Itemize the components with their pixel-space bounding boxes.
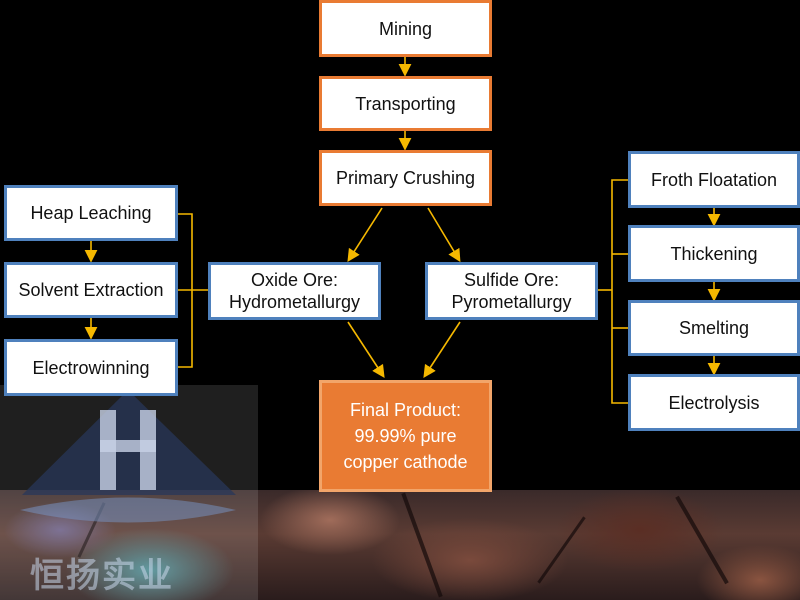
final-line1: Final Product: xyxy=(349,400,462,420)
final-line3: copper cathode xyxy=(343,452,468,472)
hydro-step-heap-leaching: Heap Leaching xyxy=(4,185,178,241)
pyro-step-smelting: Smelting xyxy=(628,300,800,356)
hydro-step-solvent-extraction: Solvent Extraction xyxy=(4,262,178,318)
oxide-line1: Oxide Ore: xyxy=(250,270,339,290)
final-line2: 99.99% pure xyxy=(354,426,457,446)
branch-sulfide-ore: Sulfide Ore: Pyrometallurgy xyxy=(425,262,598,320)
pyro-step-label: Froth Floatation xyxy=(650,169,778,190)
hydro-step-label: Heap Leaching xyxy=(30,203,152,223)
pyro-step-label: Smelting xyxy=(678,318,750,338)
arrow-sulfide-final xyxy=(423,321,461,379)
bracket-pyrometallurgy xyxy=(611,179,628,404)
step-transporting: Transporting xyxy=(319,76,492,131)
company-logo-text: 恒扬实业 xyxy=(30,556,174,596)
pyro-step-froth-floatation: Froth Floatation xyxy=(628,151,800,208)
step-primary-crushing: Primary Crushing xyxy=(319,150,492,206)
step-transporting-label: Transporting xyxy=(355,93,456,114)
final-product: Final Product: 99.99% pure copper cathod… xyxy=(319,380,492,492)
branch-oxide-ore: Oxide Ore: Hydrometallurgy xyxy=(208,262,381,320)
pyro-step-electrolysis: Electrolysis xyxy=(628,374,800,431)
arrow-crushing-oxide xyxy=(347,207,383,263)
step-primary-crushing-label: Primary Crushing xyxy=(335,168,476,188)
arrow-oxide-final xyxy=(347,321,385,379)
step-mining-label: Mining xyxy=(378,18,433,39)
company-logo xyxy=(0,385,258,600)
hydro-step-label: Solvent Extraction xyxy=(18,280,164,300)
pyro-step-thickening: Thickening xyxy=(628,225,800,282)
arrow-crushing-sulfide xyxy=(427,207,461,263)
sulfide-line1: Sulfide Ore: xyxy=(463,270,560,290)
hydro-step-label: Electrowinning xyxy=(32,357,150,378)
step-mining: Mining xyxy=(319,0,492,57)
pyro-step-label: Thickening xyxy=(670,243,758,264)
sulfide-line2: Pyrometallurgy xyxy=(451,292,572,312)
pyro-step-label: Electrolysis xyxy=(668,392,760,413)
oxide-line2: Hydrometallurgy xyxy=(228,292,361,312)
hydro-step-electrowinning: Electrowinning xyxy=(4,339,178,396)
